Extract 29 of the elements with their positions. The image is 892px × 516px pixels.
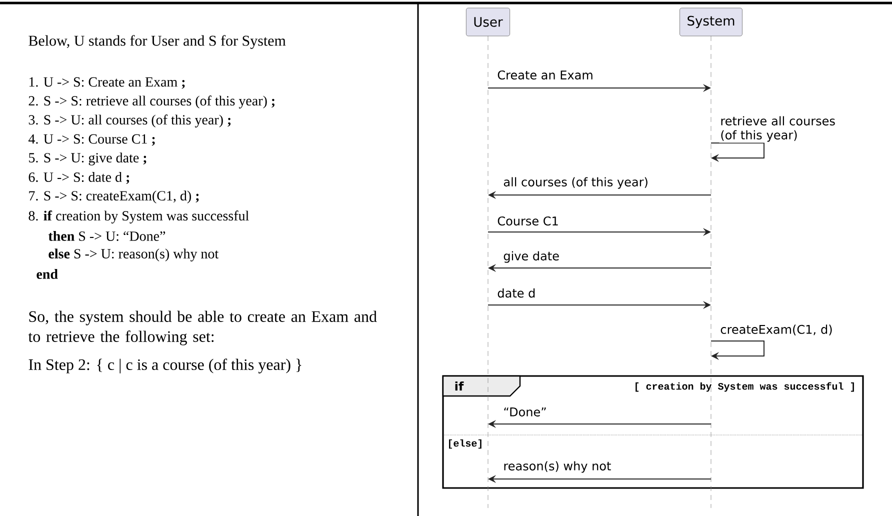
note-text: 6. U -> S: date d ; bbox=[28, 172, 130, 184]
message-label: give date bbox=[502, 250, 560, 264]
message-label: “Done” bbox=[502, 406, 548, 418]
note-text: So, the system should be able to create an Exam and to retrieve the following set: bbox=[28, 310, 377, 346]
message-label: Course C1 bbox=[496, 215, 560, 227]
note-text: In Step 2: { c | c is a course (of this year) } bbox=[28, 358, 302, 374]
participant-box: User bbox=[466, 8, 510, 36]
note-text: 4. U -> S: Course C1 ; bbox=[28, 134, 155, 146]
message-arrow bbox=[710, 340, 764, 360]
guard-condition: [else] bbox=[449, 439, 482, 449]
note-text: Below, U stands for User and S for System bbox=[28, 35, 286, 49]
message-label: createExam(C1, d) bbox=[719, 324, 840, 336]
message-arrow bbox=[710, 142, 764, 162]
note-text: 8. if creation by System was successful bbox=[28, 210, 249, 224]
note-text: else S -> U: reason(s) why not bbox=[48, 248, 219, 262]
note-text: 2. S -> S: retrieve all courses (of this year) ; bbox=[28, 96, 274, 108]
participant-box: System bbox=[680, 8, 742, 36]
note-text: end bbox=[36, 269, 58, 279]
note-text: then S -> U: “Done” bbox=[48, 231, 166, 241]
message-label: date d bbox=[496, 287, 537, 299]
message-label: retrieve all courses (of this year) bbox=[719, 115, 840, 143]
guard-condition: [ creation by System was successful ] bbox=[632, 381, 857, 393]
note-text: 5. S -> U: give date ; bbox=[29, 152, 146, 166]
note-text: 7. S -> S: createExam(C1, d) ; bbox=[29, 190, 199, 204]
message-label: Create an Exam bbox=[496, 69, 594, 81]
message-label: all courses (of this year) bbox=[502, 176, 650, 190]
note-text: 1. U -> S: Create an Exam ; bbox=[29, 77, 185, 89]
note-text: 3. S -> U: all courses (of this year) ; bbox=[28, 114, 230, 128]
message-label: reason(s) why not bbox=[502, 460, 612, 474]
